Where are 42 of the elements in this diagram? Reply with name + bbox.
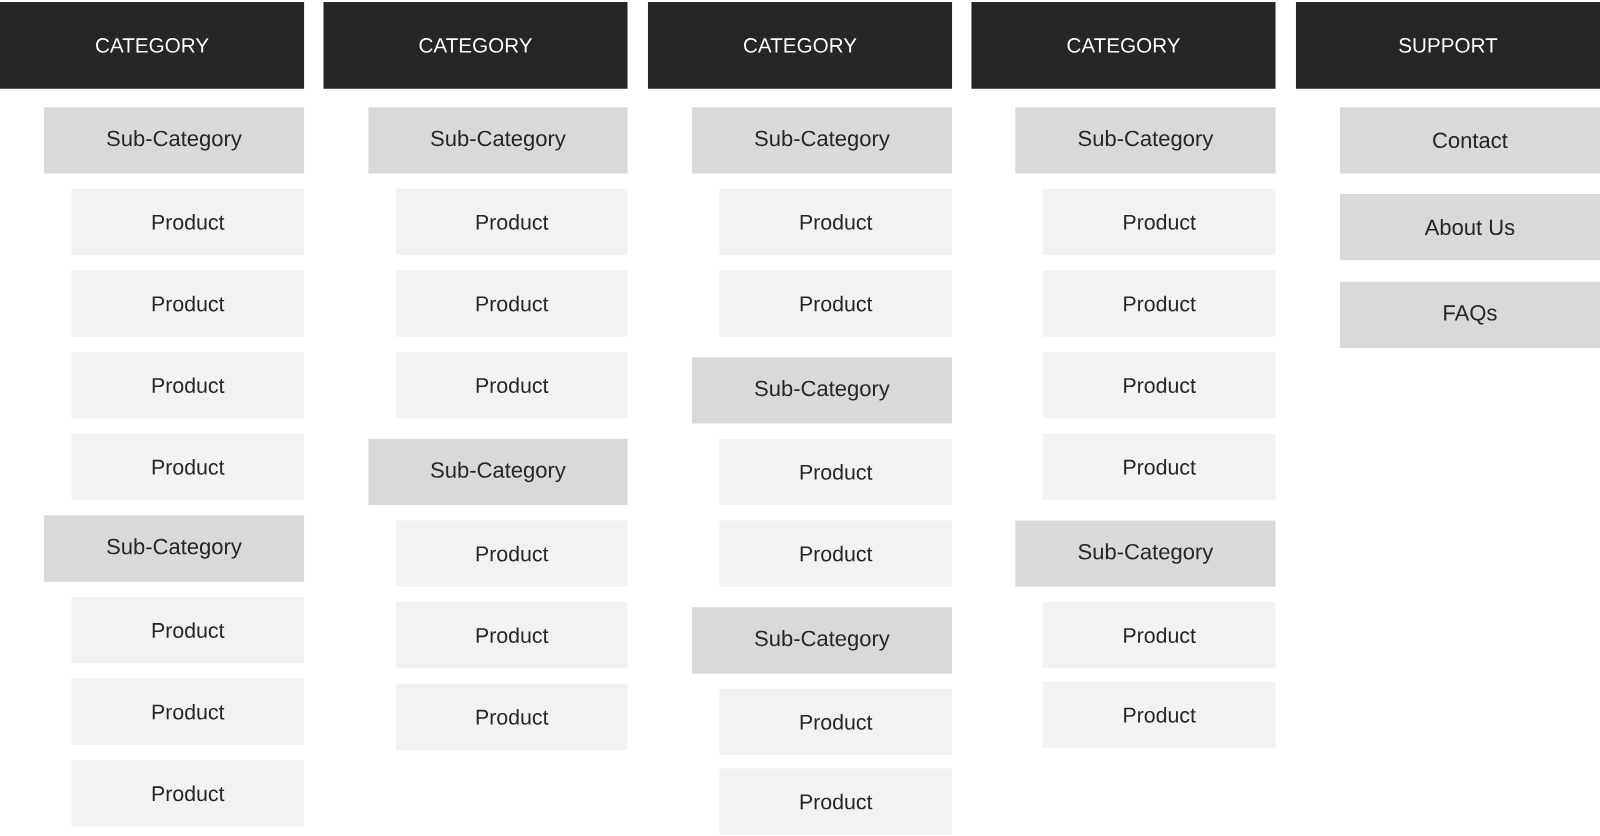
product-box: Product [395,683,628,750]
category-header: CATEGORY [971,2,1276,89]
product-box: Product [71,270,305,337]
subcategory-box: Sub-Category [43,515,305,582]
product-box: Product [719,688,953,756]
menu-link-box: About Us [1339,193,1600,261]
subcategory-box: Sub-Category [43,107,305,174]
subcategory-box: Sub-Category [1015,520,1276,587]
product-box: Product [1042,681,1276,748]
category-header: CATEGORY [647,2,953,89]
subcategory-box: Sub-Category [691,607,953,674]
product-box: Product [395,602,628,669]
product-box: Product [1042,602,1276,669]
product-box: Product [1042,433,1276,500]
subcategory-box: Sub-Category [691,357,953,424]
product-box: Product [71,433,305,500]
menu-link-box: FAQs [1339,281,1600,348]
category-header: SUPPORT [1295,2,1600,89]
product-box: Product [719,188,953,256]
product-box: Product [71,760,305,827]
product-box: Product [395,270,628,337]
subcategory-box: Sub-Category [368,107,628,174]
product-box: Product [71,678,305,745]
subcategory-box: Sub-Category [368,438,628,506]
subcategory-box: Sub-Category [1015,107,1276,174]
product-box: Product [1042,270,1276,337]
product-box: Product [395,352,628,419]
product-box: Product [71,352,305,419]
category-header: CATEGORY [323,2,628,89]
menu-link-box: Contact [1339,107,1600,174]
product-box: Product [719,270,953,337]
subcategory-box: Sub-Category [691,107,953,174]
product-box: Product [719,438,953,506]
product-box: Product [395,520,628,587]
product-box: Product [1042,188,1276,256]
product-box: Product [395,188,628,256]
category-header: CATEGORY [0,2,305,89]
product-box: Product [71,596,305,664]
product-box: Product [1042,352,1276,419]
product-box: Product [719,768,953,835]
product-box: Product [71,188,305,256]
product-box: Product [719,520,953,587]
